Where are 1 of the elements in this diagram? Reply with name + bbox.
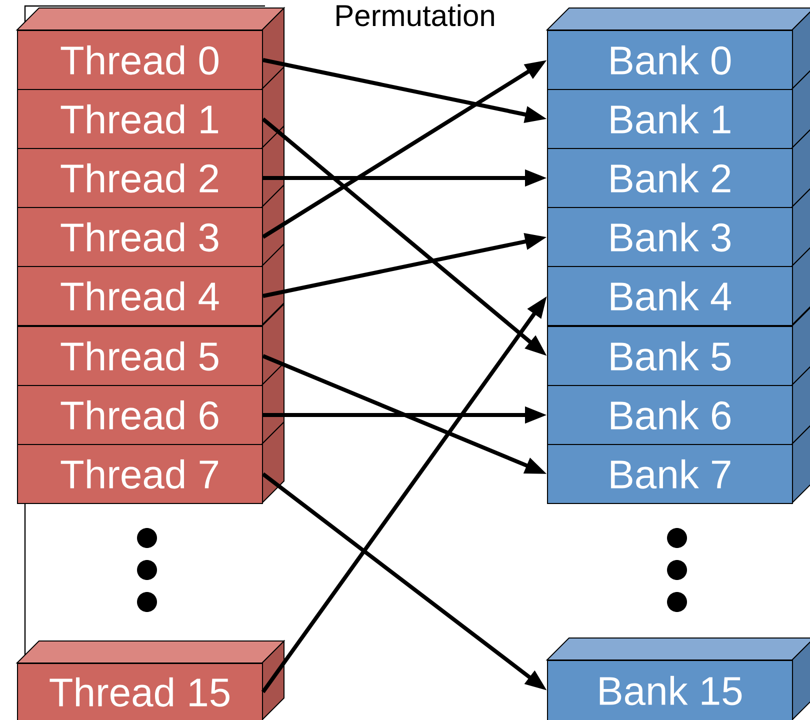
title: Permutation (336, 4, 494, 26)
